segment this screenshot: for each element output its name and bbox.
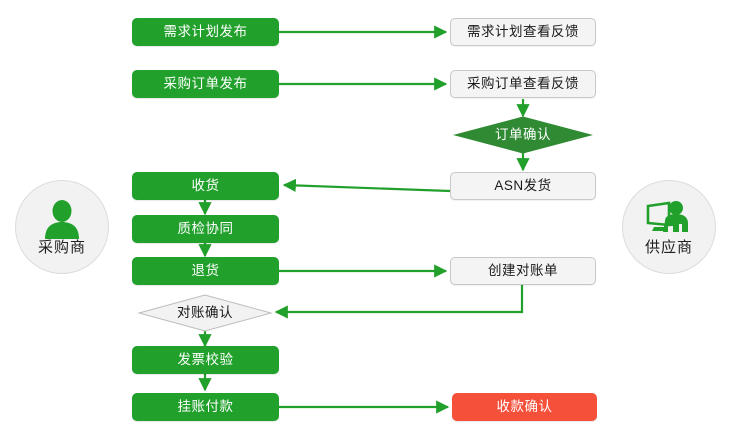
node-asn-shipment[interactable]: ASN发货 bbox=[450, 172, 596, 200]
node-statement-confirm-label: 对账确认 bbox=[177, 304, 233, 320]
node-receipt-confirm[interactable]: 收款确认 bbox=[452, 393, 597, 421]
node-po-feedback-label: 采购订单查看反馈 bbox=[467, 75, 579, 91]
node-invoice-verify[interactable]: 发票校验 bbox=[132, 346, 279, 374]
edge-asn-to-goods-receipt bbox=[282, 178, 451, 193]
node-quality-collab-label: 质检协同 bbox=[177, 220, 234, 236]
node-return-goods-label: 退货 bbox=[191, 262, 220, 278]
node-po-feedback[interactable]: 采购订单查看反馈 bbox=[450, 70, 596, 98]
node-create-statement-label: 创建对账单 bbox=[488, 262, 558, 278]
actor-buyer[interactable]: 采购商 bbox=[15, 180, 109, 274]
node-payable-payment-label: 挂账付款 bbox=[177, 398, 234, 414]
node-return-goods[interactable]: 退货 bbox=[132, 257, 279, 285]
node-receipt-confirm-label: 收款确认 bbox=[496, 398, 553, 414]
person-icon bbox=[45, 200, 79, 239]
node-po-publish-label: 采购订单发布 bbox=[163, 75, 248, 91]
node-demand-plan-publish[interactable]: 需求计划发布 bbox=[132, 18, 279, 46]
node-statement-confirm[interactable]: 对账确认 bbox=[139, 299, 271, 327]
actor-supplier[interactable]: 供应商 bbox=[622, 180, 716, 274]
node-demand-plan-publish-label: 需求计划发布 bbox=[163, 23, 248, 39]
actor-buyer-label: 采购商 bbox=[37, 239, 86, 256]
edge-create-statement-to-statement-confirm bbox=[274, 285, 524, 319]
actor-supplier-label: 供应商 bbox=[644, 239, 693, 256]
node-quality-collab[interactable]: 质检协同 bbox=[132, 215, 279, 243]
node-demand-plan-feedback-label: 需求计划查看反馈 bbox=[467, 23, 579, 39]
node-create-statement[interactable]: 创建对账单 bbox=[450, 257, 596, 285]
node-demand-plan-feedback[interactable]: 需求计划查看反馈 bbox=[450, 18, 596, 46]
node-po-publish[interactable]: 采购订单发布 bbox=[132, 70, 279, 98]
node-payable-payment[interactable]: 挂账付款 bbox=[132, 393, 279, 421]
node-order-confirm[interactable]: 订单确认 bbox=[455, 121, 591, 149]
node-goods-receipt[interactable]: 收货 bbox=[132, 172, 279, 200]
node-goods-receipt-label: 收货 bbox=[191, 177, 220, 193]
node-invoice-verify-label: 发票校验 bbox=[177, 351, 234, 367]
node-asn-shipment-label: ASN发货 bbox=[494, 177, 552, 193]
person-with-computer-icon bbox=[646, 201, 688, 232]
node-order-confirm-label: 订单确认 bbox=[495, 126, 551, 142]
